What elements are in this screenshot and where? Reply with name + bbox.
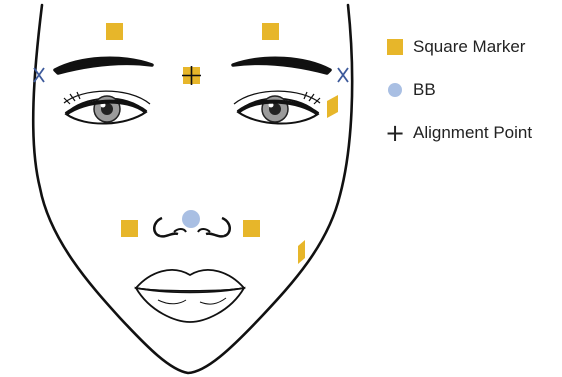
temple-x-marker-right — [338, 68, 348, 82]
legend-label-alignment-point: Alignment Point — [413, 123, 532, 143]
bb-swatch — [388, 83, 402, 97]
legend-label-bb: BB — [413, 80, 436, 100]
square-marker-icon — [384, 36, 406, 58]
right-eyebrow — [233, 58, 330, 73]
tilted-square-marker-right-eye — [327, 95, 338, 118]
left-eye — [64, 91, 150, 123]
legend-alignment-point: + Alignment Point — [384, 120, 532, 146]
square-marker-cheek-left — [121, 220, 138, 237]
square-marker-cheek-right — [243, 220, 260, 237]
legend-label-square-marker: Square Marker — [413, 37, 525, 57]
bb-icon — [384, 79, 406, 101]
legend-square-marker: Square Marker — [384, 34, 525, 60]
square-marker-forehead-left — [106, 23, 123, 40]
square-marker-swatch — [387, 39, 403, 55]
plus-icon: + — [384, 122, 406, 144]
bb-marker — [182, 210, 200, 228]
plus-glyph: + — [384, 122, 406, 144]
left-eyebrow — [55, 58, 152, 73]
legend-bb: BB — [384, 77, 436, 103]
square-marker-forehead-right — [262, 23, 279, 40]
right-eye — [234, 91, 320, 123]
tilted-square-marker-right-jaw — [298, 240, 305, 264]
lips — [136, 270, 244, 322]
